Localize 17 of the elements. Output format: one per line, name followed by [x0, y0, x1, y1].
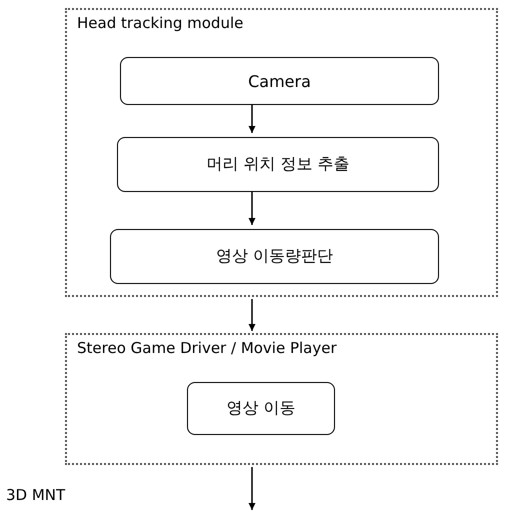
module-group: [65, 333, 498, 465]
process-box: [117, 137, 439, 192]
group-title: Stereo Game Driver / Movie Player: [77, 339, 338, 357]
process-label: Camera: [248, 72, 311, 90]
group-title: Head tracking module: [77, 14, 244, 32]
process-box: [120, 57, 439, 105]
process-label: 영상 이동: [226, 398, 296, 419]
arrow: [248, 192, 256, 225]
arrow: [248, 105, 256, 133]
output-label: 3D MNT: [6, 486, 66, 504]
arrow: [248, 467, 256, 510]
process-label: 영상 이동량판단: [216, 246, 334, 267]
process-box: [187, 382, 335, 435]
process-box: [110, 229, 439, 284]
arrow: [248, 299, 256, 331]
process-label: 머리 위치 정보 추출: [206, 154, 350, 175]
module-group: [65, 8, 498, 297]
